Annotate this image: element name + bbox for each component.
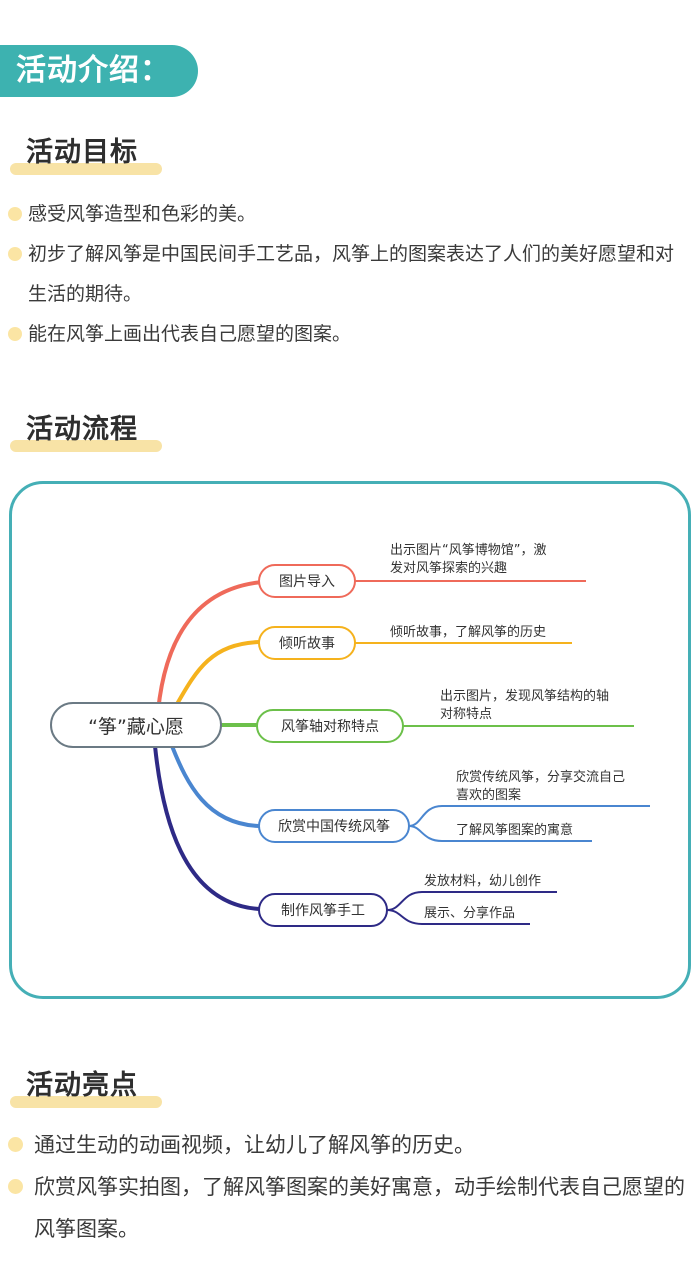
goals-title: 活动目标 xyxy=(26,137,138,168)
bullet-dot-icon xyxy=(8,327,22,341)
connector-line xyxy=(175,640,260,705)
connector-line xyxy=(155,580,263,725)
branch-note: 出示图片“风筝博物馆”，激 xyxy=(390,542,546,558)
list-item: 通过生动的动画视频，让幼儿了解风筝的历史。 xyxy=(8,1124,692,1166)
list-item: 感受风筝造型和色彩的美。 xyxy=(8,194,692,234)
bullet-dot-icon xyxy=(8,207,22,221)
branch-label: 制作风筝手工 xyxy=(281,902,365,919)
branch-note: 倾听故事，了解风筝的历史 xyxy=(390,624,546,640)
list-item: 能在风筝上画出代表自己愿望的图案。 xyxy=(8,314,692,354)
goals-list: 感受风筝造型和色彩的美。 初步了解风筝是中国民间手工艺品，风筝上的图案表达了人们… xyxy=(8,194,692,354)
branch-note: 对称特点 xyxy=(440,707,492,722)
branch-note: 欣赏传统风筝，分享交流自己 xyxy=(456,769,625,785)
highlights-list: 通过生动的动画视频，让幼儿了解风筝的历史。 欣赏风筝实拍图，了解风筝图案的美好寓… xyxy=(8,1124,692,1250)
bullet-dot-icon xyxy=(8,1179,23,1194)
process-heading: 活动流程 xyxy=(10,412,162,452)
list-item: 初步了解风筝是中国民间手工艺品，风筝上的图案表达了人们的美好愿望和对生活的期待。 xyxy=(8,234,692,314)
goals-heading: 活动目标 xyxy=(10,135,162,175)
bullet-dot-icon xyxy=(8,247,22,261)
connector-line xyxy=(408,805,650,827)
branch-label: 图片导入 xyxy=(279,574,335,590)
branch-note: 了解风筝图案的寓意 xyxy=(456,822,573,838)
center-node-label: “筝”藏心愿 xyxy=(88,716,184,738)
center-node xyxy=(50,702,222,748)
branch-note: 喜欢的图案 xyxy=(456,787,521,803)
connector-line xyxy=(153,745,260,911)
list-item: 欣赏风筝实拍图，了解风筝图案的美好寓意，动手绘制代表自己愿望的风筝图案。 xyxy=(8,1166,692,1250)
highlights-heading: 活动亮点 xyxy=(10,1068,162,1108)
connector-line xyxy=(170,745,260,828)
section-banner: 活动介绍： xyxy=(0,45,198,97)
heading-highlight xyxy=(10,1096,162,1108)
branch-note: 展示、分享作品 xyxy=(424,905,515,921)
bullet-dot-icon xyxy=(8,1137,23,1152)
process-title: 活动流程 xyxy=(26,414,138,445)
mindmap-diagram: “筝”藏心愿 图片导入 出示图片“风筝博物馆”，激 发对风筝探索的兴趣 倾听故事… xyxy=(50,542,650,927)
highlights-title: 活动亮点 xyxy=(26,1070,138,1101)
heading-highlight xyxy=(10,163,162,175)
branch-label: 欣赏中国传统风筝 xyxy=(278,818,390,835)
branch-note: 发对风筝探索的兴趣 xyxy=(390,560,507,576)
branch-note: 发放材料，幼儿创作 xyxy=(424,873,541,889)
branch-label: 倾听故事 xyxy=(279,636,335,652)
heading-highlight xyxy=(10,440,162,452)
branch-note: 出示图片，发现风筝结构的轴 xyxy=(440,688,609,704)
connector-line xyxy=(408,825,592,842)
branch-label: 风筝轴对称特点 xyxy=(281,718,379,735)
connector-line xyxy=(386,891,557,911)
connector-line xyxy=(386,909,530,925)
mindmap-panel: “筝”藏心愿 图片导入 出示图片“风筝博物馆”，激 发对风筝探索的兴趣 倾听故事… xyxy=(9,481,691,999)
